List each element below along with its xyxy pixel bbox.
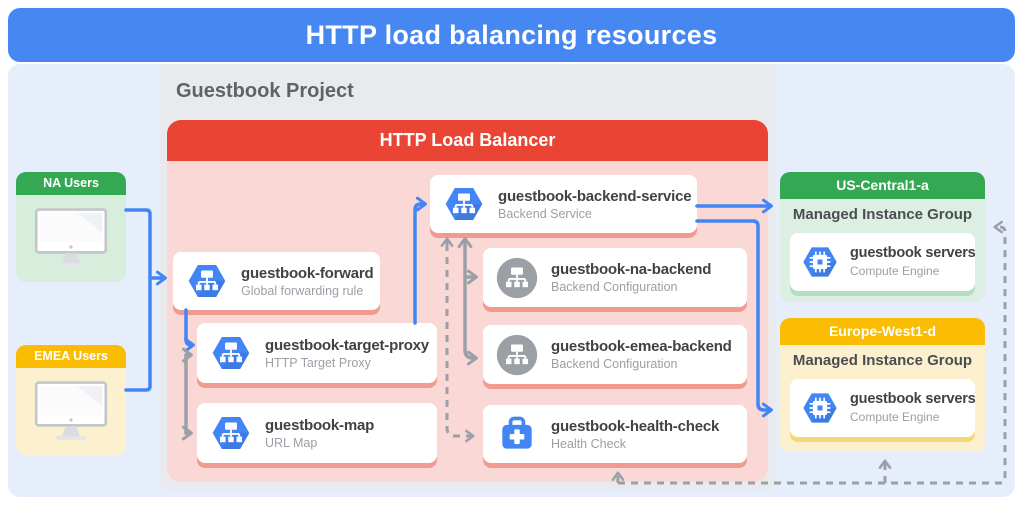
diagram-title: HTTP load balancing resources [305,19,718,50]
node-guestbook-target-proxy: guestbook-target-proxy HTTP Target Proxy [197,323,437,383]
managed-instance-group-label: Managed Instance Group [792,206,973,223]
network-circle-icon [495,333,539,377]
managed-instance-group-label: Managed Instance Group [792,352,973,369]
diagram-title-bar: HTTP load balancing resources [8,8,1015,62]
node-title: guestbook-na-backend [551,261,712,278]
server-title: guestbook servers [850,391,976,407]
server-title: guestbook servers [850,245,976,261]
emea-users-card: EMEA Users [16,345,126,455]
compute-engine-hexagon-icon [800,242,840,282]
node-subtitle: Backend Configuration [551,280,678,294]
compute-engine-hexagon-icon [800,388,840,428]
na-users-label: NA Users [16,172,126,195]
network-circle-icon [495,256,539,300]
monitor-icon [30,379,112,445]
monitor-icon [30,206,112,272]
node-subtitle: URL Map [265,435,318,450]
load-balancer-header: HTTP Load Balancer [167,120,768,161]
na-users-card: NA Users [16,172,126,282]
health-check-bag-icon [495,412,539,456]
zone-label: US-Central1-a [780,172,985,199]
node-guestbook-health-check: guestbook-health-check Health Check [483,405,747,463]
server-card-us: guestbook servers Compute Engine [790,233,976,291]
group-body: Managed Instance Group guestbook servers… [780,345,985,452]
server-subtitle: Compute Engine [850,410,940,424]
node-title: guestbook-target-proxy [265,336,429,354]
node-title: guestbook-forward [241,264,374,282]
node-title: guestbook-health-check [551,417,720,435]
node-subtitle: Backend Service [498,206,592,221]
node-title: guestbook-backend-service [498,187,692,205]
node-subtitle: Backend Configuration [551,357,678,371]
emea-users-label: EMEA Users [16,345,126,368]
node-guestbook-map: guestbook-map URL Map [197,403,437,463]
node-guestbook-backend-service: guestbook-backend-service Backend Servic… [430,175,697,233]
group-europe-west1-d: Europe-West1-d Managed Instance Group gu… [780,318,985,452]
network-hexagon-icon [442,182,486,226]
node-subtitle: Global forwarding rule [241,283,364,298]
node-guestbook-emea-backend: guestbook-emea-backend Backend Configura… [483,325,747,384]
server-subtitle: Compute Engine [850,264,940,278]
node-title: guestbook-map [265,416,375,434]
node-guestbook-forward: guestbook-forward Global forwarding rule [173,252,380,310]
node-guestbook-na-backend: guestbook-na-backend Backend Configurati… [483,248,747,307]
project-label: Guestbook Project [176,80,354,102]
node-subtitle: Health Check [551,436,627,451]
group-us-central1-a: US-Central1-a Managed Instance Group gue… [780,172,985,302]
network-hexagon-icon [209,331,253,375]
server-card-eu: guestbook servers Compute Engine [790,379,976,437]
na-users-body [16,195,126,282]
network-hexagon-icon [185,259,229,303]
emea-users-body [16,368,126,455]
zone-label: Europe-West1-d [780,318,985,345]
node-title: guestbook-emea-backend [551,338,732,355]
network-hexagon-icon [209,411,253,455]
node-subtitle: HTTP Target Proxy [265,355,371,370]
group-body: Managed Instance Group guestbook servers… [780,199,985,302]
